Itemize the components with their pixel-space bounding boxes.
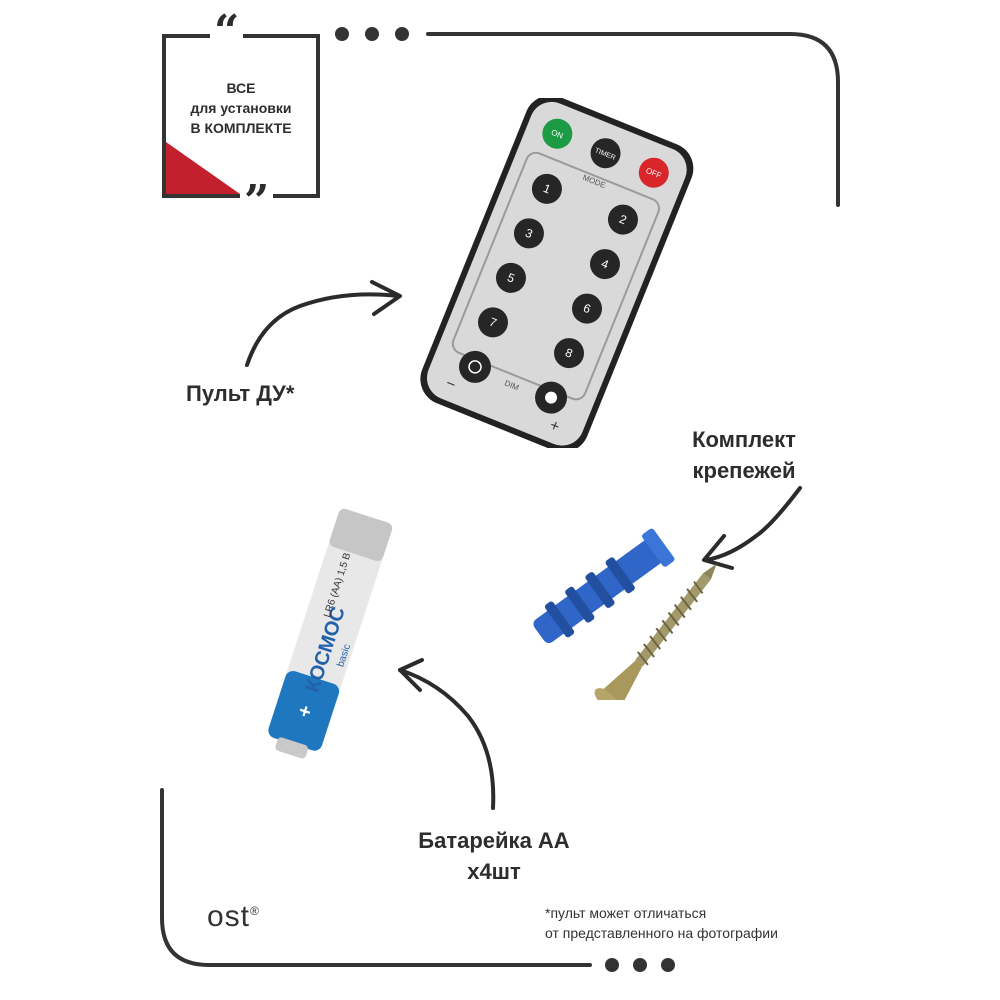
timer-button[interactable] <box>586 134 625 173</box>
remote-control: ON TIMER OFF MODE 1 2 3 4 5 6 7 8 <box>420 98 694 448</box>
badge-red-corner <box>166 142 240 194</box>
brand-name: ost <box>207 900 251 933</box>
brand-logo: ost® <box>207 900 260 934</box>
badge-line-3: В КОМПЛЕКТЕ <box>190 120 292 136</box>
badge-text: ВСЕ для установки В КОМПЛЕКТЕ <box>166 78 316 138</box>
digit-label-5: 5 <box>505 270 517 286</box>
digit-label-1: 1 <box>541 181 553 197</box>
registered-mark: ® <box>250 904 260 918</box>
digit-button-6[interactable] <box>567 289 606 328</box>
fasteners-label-line-1: Комплект <box>692 427 796 452</box>
dim-minus-button[interactable] <box>454 346 496 388</box>
digit-label-8: 8 <box>563 345 575 361</box>
sun-bright-icon <box>545 391 558 404</box>
wall-dowel <box>533 528 675 644</box>
digit-button-4[interactable] <box>585 245 624 284</box>
digit-button-1[interactable] <box>527 169 566 208</box>
digit-label-7: 7 <box>487 315 499 331</box>
digit-button-8[interactable] <box>549 334 588 373</box>
digit-button-3[interactable] <box>509 214 548 253</box>
on-button[interactable] <box>538 114 577 153</box>
disclaimer-note: *пульт может отличаться от представленно… <box>545 903 778 943</box>
disclaimer-line-2: от представленного на фотографии <box>545 925 778 941</box>
open-quote-icon: “ <box>210 10 244 54</box>
complete-set-badge: ВСЕ для установки В КОМПЛЕКТЕ <box>162 34 320 198</box>
fasteners-label: Комплект крепежей <box>676 424 812 486</box>
wood-screw <box>594 563 717 700</box>
close-quote-icon: ” <box>240 180 274 224</box>
digit-label-3: 3 <box>523 226 535 242</box>
digit-button-5[interactable] <box>491 258 530 297</box>
digit-label-6: 6 <box>581 301 593 317</box>
battery-label-line-2: х4шт <box>467 859 521 884</box>
digit-label-2: 2 <box>617 212 629 228</box>
off-button[interactable] <box>634 153 673 192</box>
digit-button-2[interactable] <box>603 200 642 239</box>
battery-label-line-1: Батарейка АА <box>418 828 570 853</box>
badge-line-1: ВСЕ <box>226 80 256 96</box>
fasteners-label-line-2: крепежей <box>692 458 796 483</box>
digit-label-4: 4 <box>599 256 611 272</box>
on-button-label: ON <box>550 128 565 141</box>
battery-aa: КОСМОС LR6 (AA) 1,5 B basic + <box>268 508 393 759</box>
battery-label: Батарейка АА х4шт <box>404 825 584 887</box>
fasteners-kit <box>533 528 717 700</box>
disclaimer-line-1: *пульт может отличаться <box>545 905 707 921</box>
remote-label: Пульт ДУ* <box>186 381 295 406</box>
sun-dim-icon <box>468 360 482 374</box>
badge-line-2: для установки <box>190 100 292 116</box>
digit-button-7[interactable] <box>473 303 512 342</box>
